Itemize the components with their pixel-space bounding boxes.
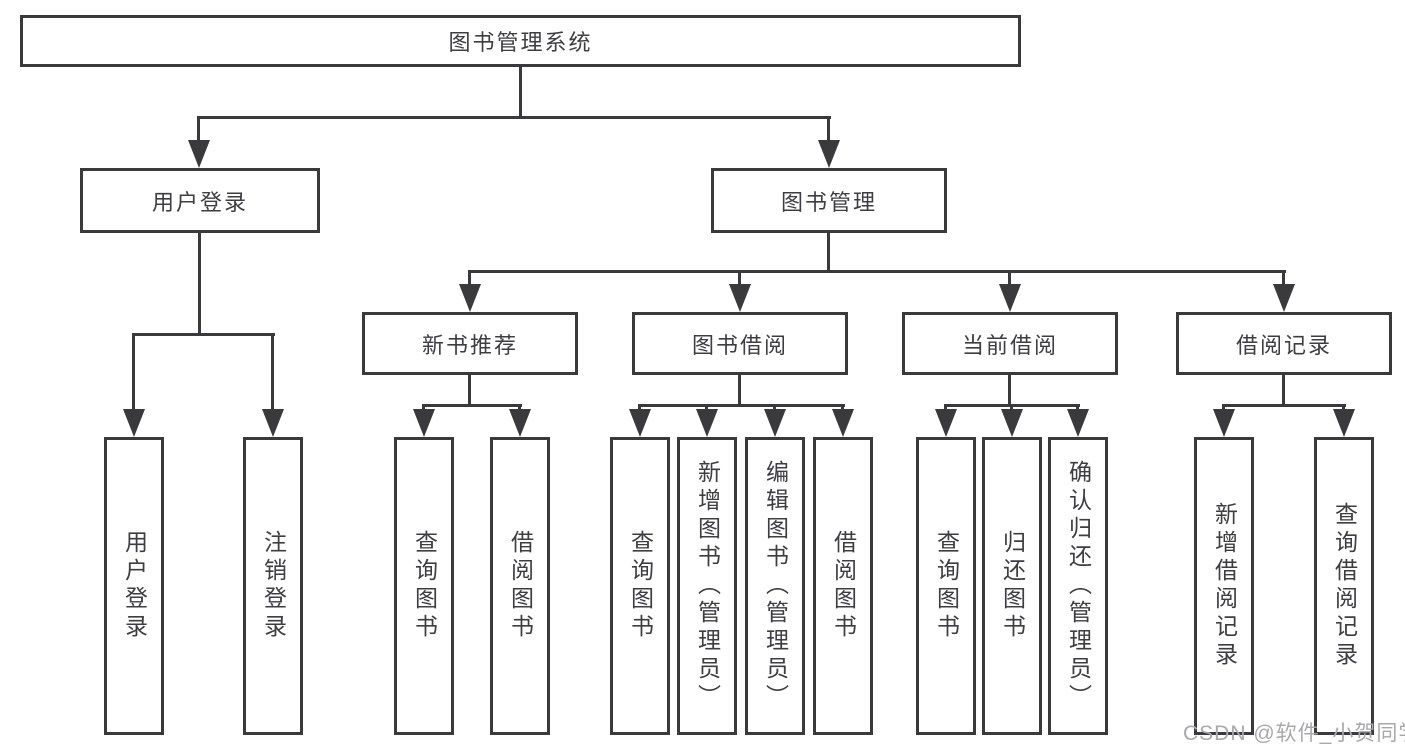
arrowhead-down <box>832 409 854 437</box>
node-root: 图书管理系统 <box>20 15 1021 67</box>
leaf-user-login: 用户登录 <box>104 437 164 735</box>
node-user-login-label: 用户登录 <box>151 189 248 215</box>
arrowhead-down <box>123 409 145 437</box>
leaf-return-book-label: 归还图书 <box>999 530 1026 642</box>
arrowhead-down <box>935 409 957 437</box>
connector-line <box>827 116 830 146</box>
arrowhead-down <box>413 409 435 437</box>
connector-line <box>1282 270 1285 288</box>
connector-line <box>738 375 741 407</box>
connector-line <box>271 333 274 411</box>
leaf-borrow-query-book: 查询图书 <box>610 437 670 735</box>
connector-line <box>827 233 830 273</box>
leaf-confirm-return-admin: 确认归还（管理员） <box>1048 437 1108 735</box>
leaf-edit-book-admin-label: 编辑图书（管理员） <box>762 460 789 712</box>
node-new-book-recommend: 新书推荐 <box>362 312 578 375</box>
arrowhead-down <box>1001 409 1023 437</box>
arrowhead-down <box>262 409 284 437</box>
arrowhead-down <box>764 409 786 437</box>
connector-line <box>197 116 200 146</box>
connector-line <box>738 270 741 288</box>
leaf-return-book: 归还图书 <box>982 437 1042 735</box>
connector-line <box>639 404 845 407</box>
connector-line <box>1223 404 1346 407</box>
leaf-borrow-book: 借阅图书 <box>813 437 873 735</box>
connector-line <box>198 116 831 119</box>
node-user-login: 用户登录 <box>80 168 320 233</box>
connector-line <box>519 66 522 118</box>
leaf-add-borrow-record: 新增借阅记录 <box>1194 437 1254 735</box>
leaf-add-book-admin-label: 新增图书（管理员） <box>694 460 721 712</box>
arrowhead-down <box>1333 409 1355 437</box>
connector-line <box>468 270 471 288</box>
leaf-logout: 注销登录 <box>243 437 303 735</box>
watermark: CSDN @软件_小贺同学 <box>1183 722 1405 745</box>
leaf-borrow-book-label: 借阅图书 <box>830 530 857 642</box>
leaf-current-query-book: 查询图书 <box>916 437 976 735</box>
arrowhead-down <box>729 284 751 312</box>
arrowhead-down <box>1213 409 1235 437</box>
leaf-user-login-label: 用户登录 <box>121 530 148 642</box>
leaf-recommend-query-book-label: 查询图书 <box>411 530 438 642</box>
node-book-borrow-label: 图书借阅 <box>691 332 788 358</box>
arrowhead-down <box>188 140 210 168</box>
connector-line <box>1008 270 1011 288</box>
leaf-confirm-return-admin-label: 确认归还（管理员） <box>1065 460 1092 712</box>
leaf-borrow-query-book-label: 查询图书 <box>627 530 654 642</box>
node-borrow-record: 借阅记录 <box>1176 312 1392 375</box>
leaf-query-borrow-record-label: 查询借阅记录 <box>1331 502 1358 670</box>
leaf-current-query-book-label: 查询图书 <box>933 530 960 642</box>
connector-line <box>423 404 522 407</box>
connector-line <box>468 375 471 407</box>
connector-line <box>469 270 1286 273</box>
arrowhead-down <box>1273 284 1295 312</box>
node-book-borrow: 图书借阅 <box>632 312 848 375</box>
leaf-recommend-borrow-book: 借阅图书 <box>490 437 550 735</box>
connector-line <box>132 333 275 336</box>
node-book-management-label: 图书管理 <box>780 189 877 215</box>
node-root-label: 图书管理系统 <box>448 30 593 55</box>
leaf-query-borrow-record: 查询借阅记录 <box>1314 437 1374 735</box>
leaf-recommend-query-book: 查询图书 <box>394 437 454 735</box>
leaf-edit-book-admin: 编辑图书（管理员） <box>745 437 805 735</box>
arrowhead-down <box>1067 409 1089 437</box>
arrowhead-down <box>509 409 531 437</box>
node-current-borrow-label: 当前借阅 <box>961 332 1058 358</box>
leaf-recommend-borrow-book-label: 借阅图书 <box>507 530 534 642</box>
leaf-add-borrow-record-label: 新增借阅记录 <box>1211 502 1238 670</box>
node-new-book-recommend-label: 新书推荐 <box>421 332 518 358</box>
arrowhead-down <box>818 140 840 168</box>
connector-line <box>132 333 135 411</box>
leaf-logout-label: 注销登录 <box>260 530 287 642</box>
arrowhead-down <box>629 409 651 437</box>
arrowhead-down <box>459 284 481 312</box>
arrowhead-down <box>696 409 718 437</box>
leaf-add-book-admin: 新增图书（管理员） <box>677 437 737 735</box>
arrowhead-down <box>999 284 1021 312</box>
node-current-borrow: 当前借阅 <box>902 312 1118 375</box>
connector-line <box>1008 375 1011 407</box>
connector-line <box>198 233 201 335</box>
node-book-management: 图书管理 <box>711 168 947 233</box>
connector-line <box>1282 375 1285 407</box>
node-borrow-record-label: 借阅记录 <box>1235 332 1332 358</box>
